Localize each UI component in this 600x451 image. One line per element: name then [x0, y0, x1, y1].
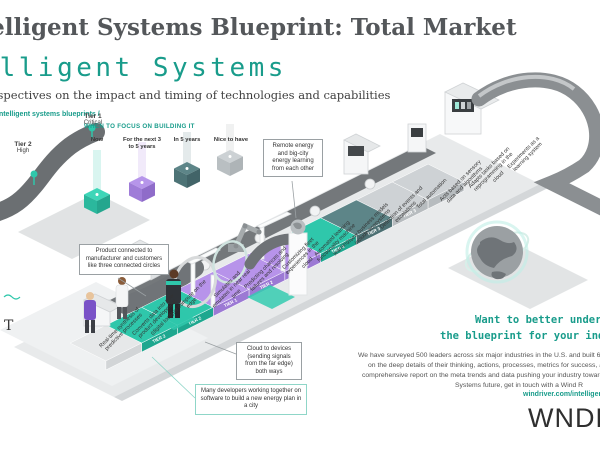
breadcrumb[interactable]: intelligent systems blueprints / [0, 111, 100, 118]
legend-title: WHEN TO FOCUS ON BUILDING IT [84, 123, 195, 130]
teal-floor-panel [247, 285, 295, 309]
cta-heading-line2: the blueprint for your industry? [440, 330, 600, 342]
hero-title: Intelligent Systems [0, 53, 287, 83]
page-title: Intelligent Systems Blueprint: Total Mar… [0, 14, 517, 41]
cta-body-line1: We have surveyed 500 leaders across six … [358, 352, 600, 359]
legend-item-now: Now [90, 137, 104, 143]
belt-platform-edge [114, 184, 548, 401]
cropped-edge-letter: T [4, 318, 14, 334]
teal-squiggle [3, 294, 21, 300]
legend-cubes [84, 124, 243, 214]
svg-text:TIER 1: TIER 1 [223, 297, 238, 308]
coil-icon-2 [212, 240, 248, 284]
teal-desk [150, 307, 196, 330]
tier1-name: Tier 1 [84, 113, 102, 120]
overhead-pipe [471, 72, 600, 216]
svg-text:TIER 3: TIER 3 [366, 226, 381, 237]
cta-body-line2: on the deep details of their thinking, a… [368, 362, 600, 369]
svg-text:TIER 2: TIER 2 [187, 315, 202, 326]
legend-item-nice: Nice to have [213, 137, 249, 143]
legend-item-5years: In 5 years [173, 137, 201, 143]
small-globe-land [293, 222, 302, 230]
cta-body-line4: Systems future, get in touch with a Wind… [455, 382, 584, 389]
cta-body-line3: comprehensive report on the meta trends … [362, 372, 600, 379]
pipe-highlight [477, 74, 576, 98]
tier1-label: Tier 1 Critical [74, 113, 112, 127]
tier2-name: Tier 2 [14, 141, 32, 148]
dark-pipe-small [244, 233, 296, 270]
ribbon-shadow [18, 193, 150, 259]
windriver-link[interactable]: windriver.com/intelligent [523, 391, 600, 398]
legend-item-next: For the next 3 to 5 years [122, 137, 161, 150]
tier1-sublabel: Critical [83, 120, 103, 127]
svg-text:TIER 2: TIER 2 [259, 279, 274, 290]
callout-remote-energy: Remote energy and big-city energy learni… [263, 139, 323, 177]
callout-many-developers: Many developers working together on soft… [195, 384, 307, 415]
people-group [84, 269, 181, 333]
tier2-sublabel: High [16, 148, 30, 155]
tier2-pin-icon [30, 170, 38, 178]
tier-ribbon [0, 123, 105, 221]
hero-subtitle: Perspectives on the impact and timing of… [0, 88, 391, 102]
robot-arm [228, 222, 262, 252]
feed-chute [116, 259, 204, 314]
leader-lines [117, 180, 297, 399]
callout-product-connected: Product connected to manufacturer and cu… [79, 244, 169, 275]
svg-text:TIER 3: TIER 3 [331, 244, 346, 255]
tier1-pin-icon [88, 124, 96, 132]
cta-heading-line1: Want to better understand [475, 314, 600, 326]
svg-text:TIER 3: TIER 3 [402, 208, 417, 219]
windriver-logo: WNDRVR [528, 403, 600, 433]
callout-cloud-to-devices: Cloud to devices (sending signals from t… [236, 342, 302, 380]
tier2-label: Tier 2 High [6, 141, 40, 155]
globe-icon [464, 220, 530, 284]
svg-text:TIER 2: TIER 2 [152, 333, 167, 344]
